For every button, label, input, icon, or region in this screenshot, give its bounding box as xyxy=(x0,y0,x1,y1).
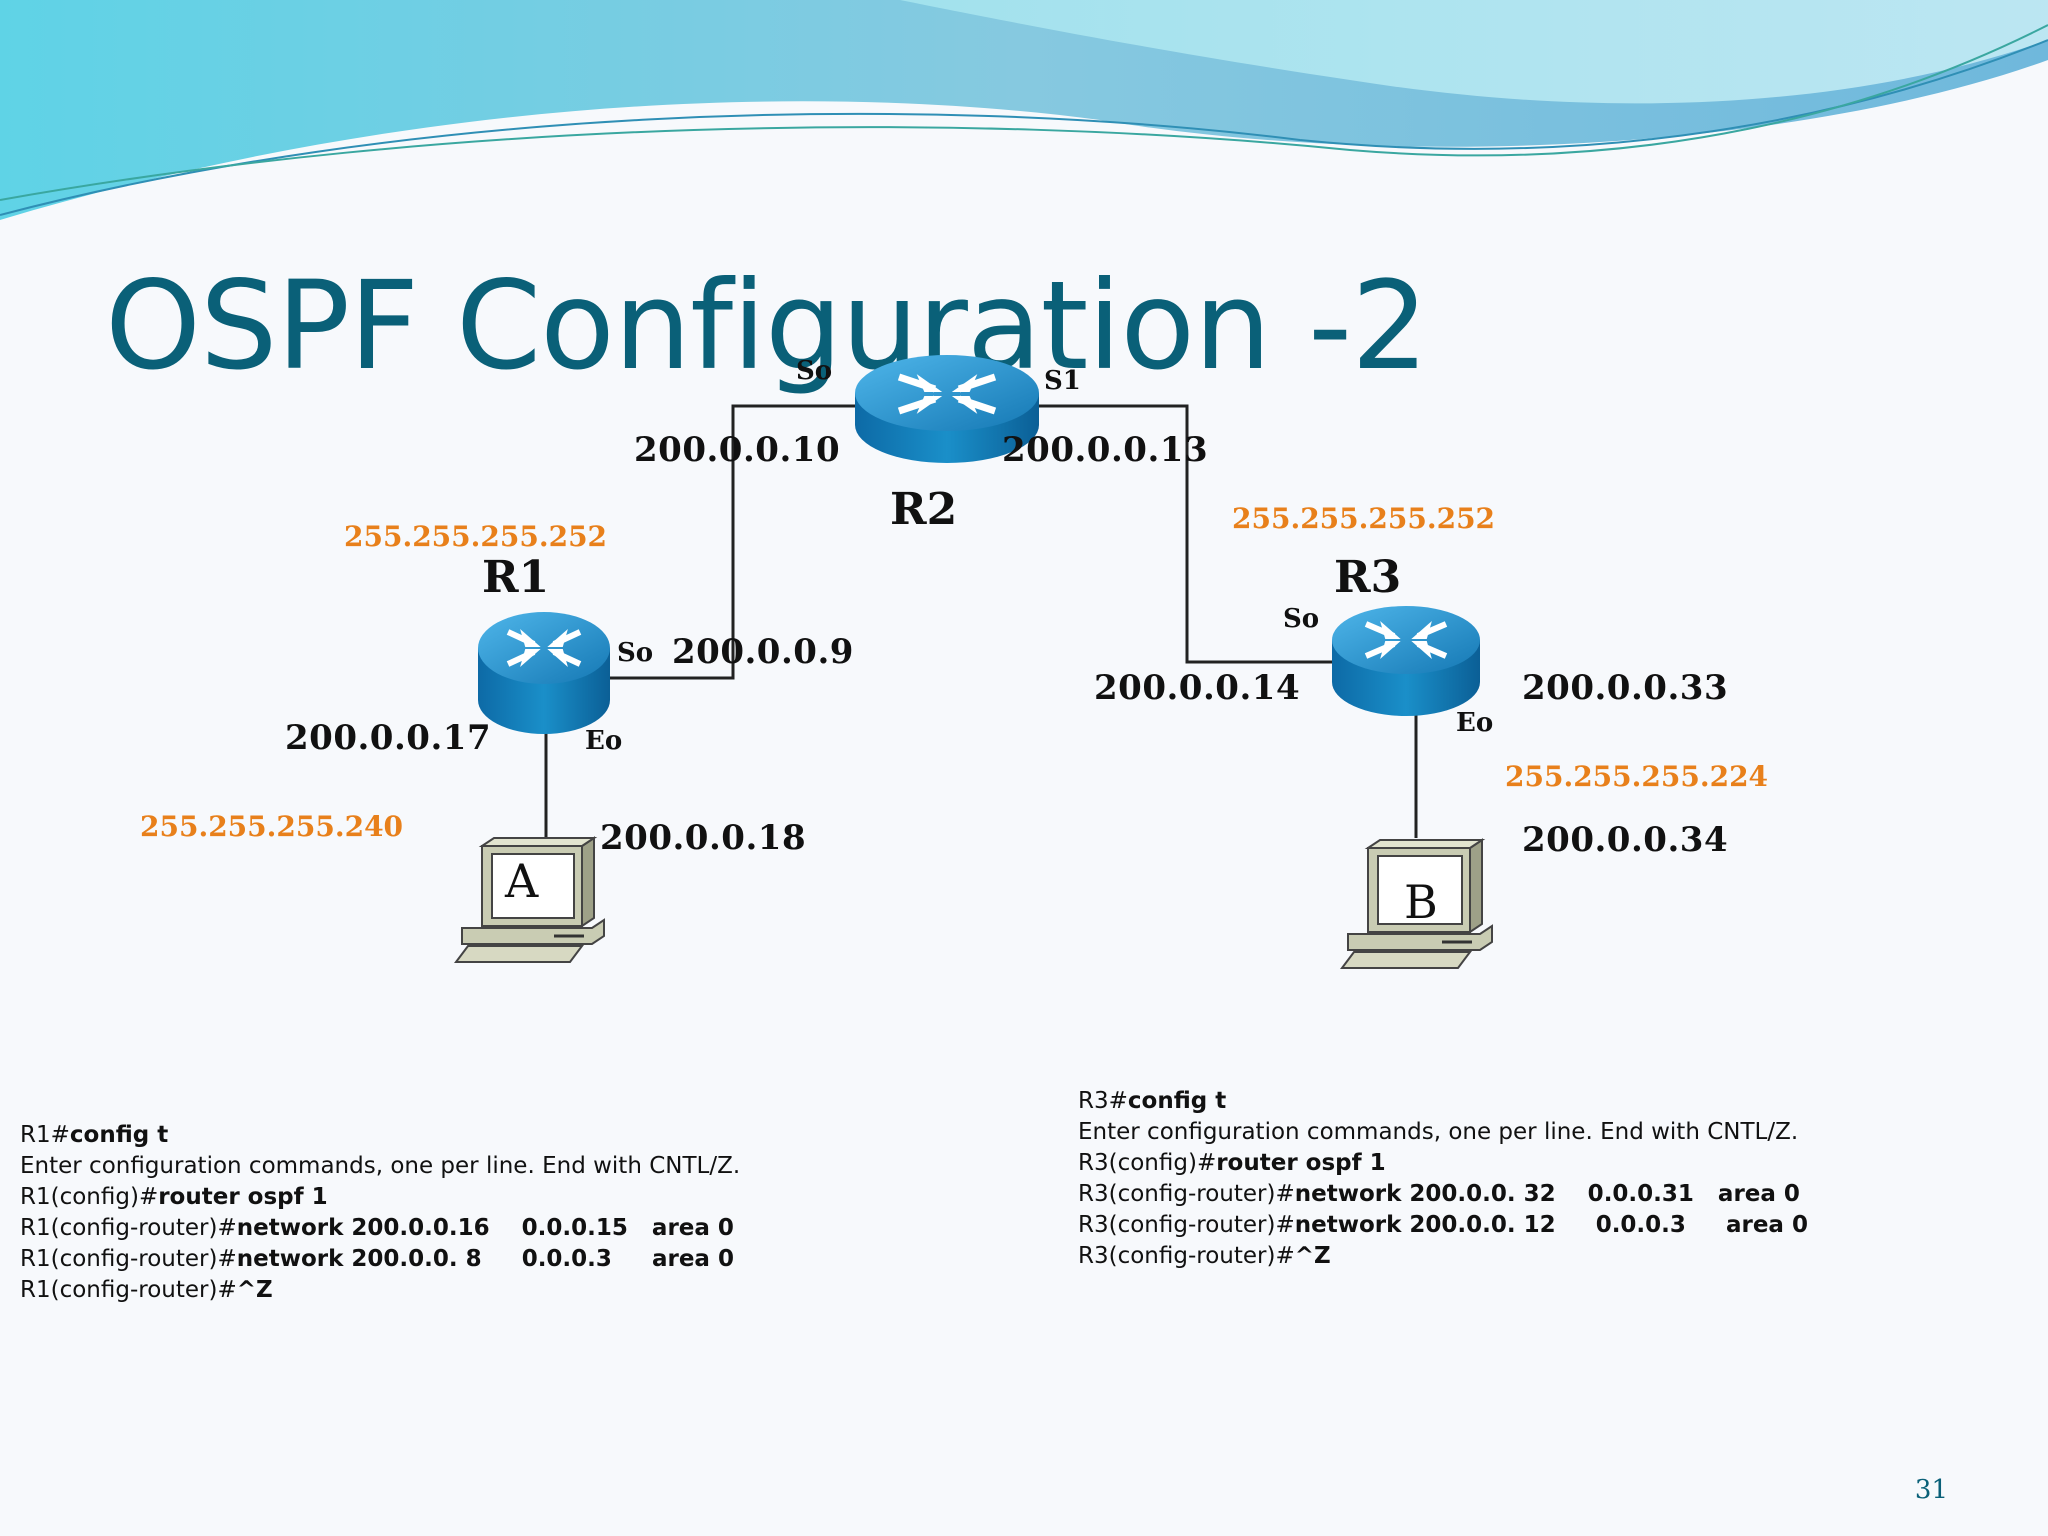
host-b-ip-address: 200.0.0.34 xyxy=(1522,820,1729,860)
r3-s0-interface-label: So xyxy=(1283,604,1320,634)
r2-s0-ip-address: 200.0.0.10 xyxy=(634,430,841,470)
r1-s0-interface-label: So xyxy=(617,638,654,668)
r1-config-block: R1#config t Enter configuration commands… xyxy=(20,1120,740,1306)
r2-s1-interface-label: S1 xyxy=(1044,366,1081,396)
router-r1-icon xyxy=(478,612,610,734)
r1-r2-link-subnet-mask: 255.255.255.252 xyxy=(344,520,608,553)
config-line: R3(config-router)#network 200.0.0. 32 0.… xyxy=(1078,1181,1800,1207)
config-line: R1(config-router)#^Z xyxy=(20,1277,273,1303)
config-line: R1(config)#router ospf 1 xyxy=(20,1184,328,1210)
router-r3-label: R3 xyxy=(1334,552,1402,603)
config-line: R1#config t xyxy=(20,1122,169,1148)
link-r2-r3 xyxy=(1035,404,1335,664)
r3-config-block: R3#config t Enter configuration commands… xyxy=(1078,1086,1808,1272)
router-r2-label: R2 xyxy=(890,484,958,535)
host-a-computer-icon xyxy=(454,836,605,963)
r2-s1-ip-address: 200.0.0.13 xyxy=(1002,430,1209,470)
config-line: R3(config-router)#network 200.0.0. 12 0.… xyxy=(1078,1212,1808,1238)
router-r2-icon xyxy=(855,355,1039,463)
r2-s0-interface-label: So xyxy=(796,356,833,386)
network-diagram xyxy=(454,355,1493,969)
r1-e0-interface-label: Eo xyxy=(585,726,623,756)
r1-lan-subnet-mask: 255.255.255.240 xyxy=(140,810,404,843)
config-line: R3(config-router)#^Z xyxy=(1078,1243,1331,1269)
link-r1-r2 xyxy=(605,404,860,680)
router-r3-icon xyxy=(1332,606,1480,716)
r3-s0-ip-address: 200.0.0.14 xyxy=(1094,668,1301,708)
config-line: Enter configuration commands, one per li… xyxy=(1078,1119,1799,1145)
r3-e0-ip-address: 200.0.0.33 xyxy=(1522,668,1729,708)
r3-e0-interface-label: Eo xyxy=(1456,708,1494,738)
slide-title: OSPF Configuration -2 xyxy=(105,255,1429,397)
r2-r3-link-subnet-mask: 255.255.255.252 xyxy=(1232,502,1496,535)
r3-lan-subnet-mask: 255.255.255.224 xyxy=(1505,760,1769,793)
links xyxy=(544,404,1418,838)
config-line: R3#config t xyxy=(1078,1088,1227,1114)
host-a-label: A xyxy=(505,854,539,908)
r1-e0-ip-address: 200.0.0.17 xyxy=(285,718,492,758)
config-line: Enter configuration commands, one per li… xyxy=(20,1153,741,1179)
config-line: R3(config)#router ospf 1 xyxy=(1078,1150,1386,1176)
router-r1-label: R1 xyxy=(482,552,550,603)
header-waves xyxy=(0,0,2048,220)
host-b-computer-icon xyxy=(1340,838,1493,969)
host-a-ip-address: 200.0.0.18 xyxy=(600,818,807,858)
r1-s0-ip-address: 200.0.0.9 xyxy=(672,632,854,672)
config-line: R1(config-router)#network 200.0.0.16 0.0… xyxy=(20,1215,734,1241)
config-line: R1(config-router)#network 200.0.0. 8 0.0… xyxy=(20,1246,734,1272)
host-b-label: B xyxy=(1404,875,1438,929)
page-number: 31 xyxy=(1914,1475,1948,1505)
